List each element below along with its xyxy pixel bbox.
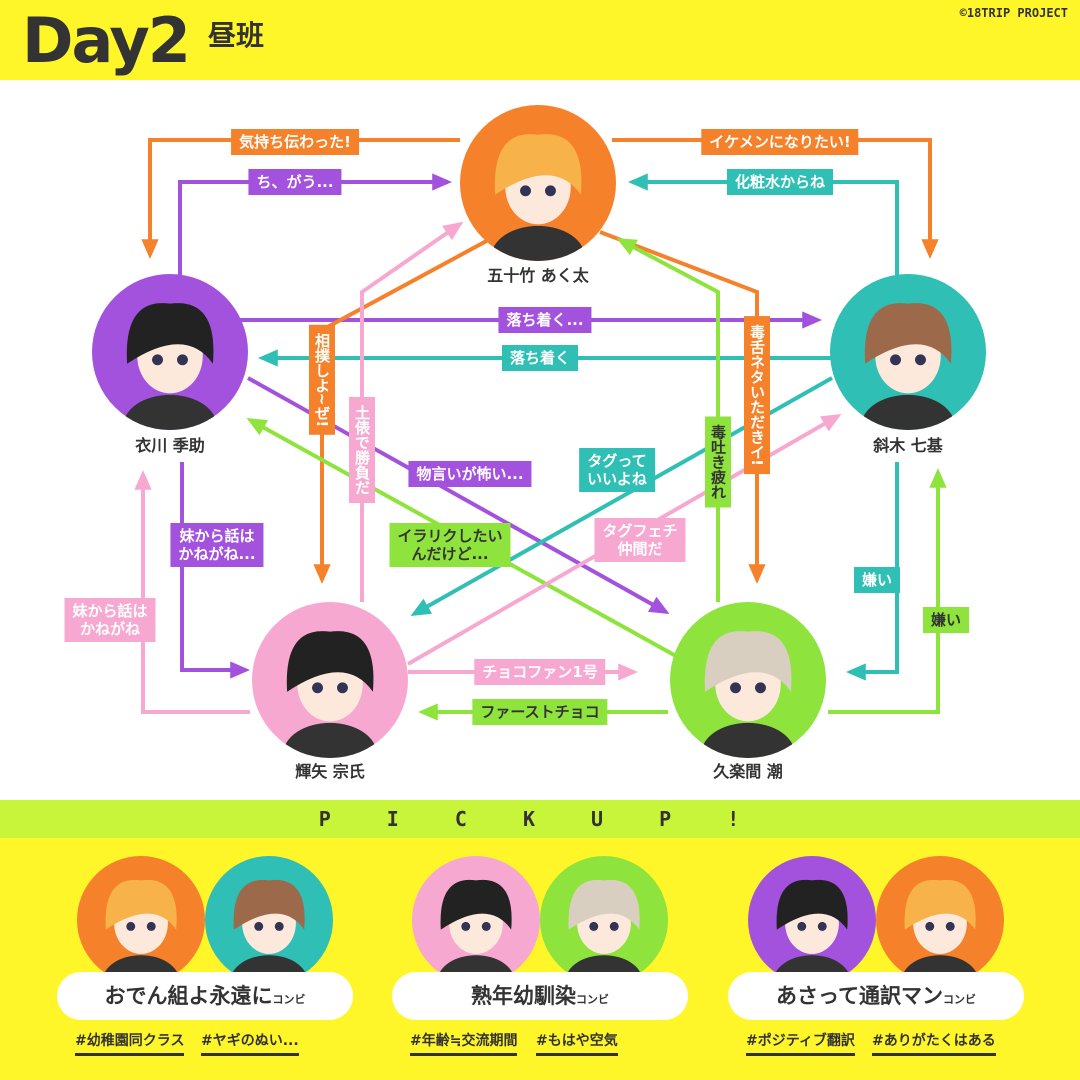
copyright: ©18TRIP PROJECT: [959, 6, 1068, 20]
pickup-band: P I C K U P !: [0, 800, 1080, 838]
relationship-label: 毒吐き疲れ: [705, 416, 731, 508]
group-subtitle: 昼班: [208, 19, 265, 52]
relationship-label: 相撲しよ~ぜ!: [309, 324, 335, 436]
arrowhead-icon: [802, 311, 822, 329]
character-name: 輝矢 宗氏: [295, 762, 365, 781]
arrowhead-icon: [748, 564, 766, 584]
relationship-label: 妹から話は かねがね...: [170, 523, 264, 567]
combo-suffix: コンビ: [942, 993, 976, 1006]
relationship-label: タグフェチ 仲間だ: [594, 518, 686, 562]
avatar-akuta: [460, 105, 616, 261]
combo-tag: #ヤギのぬい...: [201, 1030, 299, 1056]
arrowhead-icon: [313, 564, 331, 584]
combo-name: 熟年幼馴染コンビ: [392, 972, 688, 1020]
relationship-arrow: [846, 462, 899, 681]
arrowhead-icon: [616, 238, 638, 256]
arrowhead-icon: [230, 661, 250, 679]
combo-suffix: コンビ: [272, 993, 306, 1006]
arrowhead-icon: [921, 239, 939, 259]
relationship-label: 妹から話は かねがね: [64, 598, 156, 642]
relationship-label: 落ち着く...: [498, 307, 592, 333]
combo-tag: #幼稚園同クラス: [75, 1030, 185, 1056]
arrow-line: [632, 180, 899, 275]
arrowhead-icon: [648, 596, 670, 614]
relationship-arrow: [599, 230, 766, 584]
combo-title: あさって通訳マン: [776, 984, 943, 1008]
arrow-line: [612, 138, 932, 255]
arrowhead-icon: [432, 173, 452, 191]
relationship-label: 土俵で勝負だ: [349, 397, 375, 503]
arrow-line: [141, 474, 250, 714]
relationship-arrow: [134, 470, 250, 714]
arrow-line: [599, 230, 759, 580]
arrowhead-icon: [141, 239, 159, 259]
arrowhead-icon: [618, 663, 638, 681]
relationship-label: 気持ち伝わった!: [231, 129, 359, 155]
relationship-label: イケメンになりたい!: [701, 129, 859, 155]
header: Day2 昼班 ©18TRIP PROJECT: [0, 0, 1080, 80]
relationship-label: 嫌い: [922, 607, 970, 633]
character-name: 五十竹 あく太: [487, 266, 589, 285]
combo-title: おでん組よ永遠に: [104, 984, 273, 1008]
arrowhead-icon: [628, 173, 648, 191]
relationship-label: チョコファン1号: [474, 659, 606, 685]
arrow-line: [178, 180, 448, 275]
avatar-nanaki: [830, 274, 986, 430]
relationship-label: 物言いが怖い...: [408, 461, 532, 487]
relationship-label: 嫌い: [853, 567, 901, 593]
arrowhead-icon: [442, 221, 464, 241]
character-name: 斜木 七基: [873, 436, 943, 455]
relationship-arrow: [628, 173, 899, 275]
arrowhead-icon: [134, 470, 152, 490]
relationship-label: ファーストチョコ: [472, 699, 608, 725]
arrowhead-icon: [410, 598, 432, 616]
combo-tag: #ありがたくはある: [872, 1030, 996, 1056]
relationship-arrow: [612, 138, 939, 259]
avatar-suke: [92, 274, 248, 430]
arrowhead-icon: [929, 468, 947, 488]
relationship-label: 化粧水からね: [726, 169, 834, 195]
relationship-label: タグって いいよね: [579, 448, 655, 492]
arrow-line: [828, 472, 940, 714]
relationship-arrow: [180, 462, 250, 679]
arrowhead-icon: [246, 418, 268, 436]
relationship-label: イラリクしたい んだけど...: [389, 523, 511, 567]
combo-tag: #もはや空気: [536, 1030, 618, 1056]
combo-tag: #ポジティブ翻訳: [746, 1030, 855, 1056]
relationship-arrow: [178, 173, 452, 275]
combo-tag: #年齢≒交流期間: [410, 1030, 518, 1056]
relationship-arrow: [828, 468, 947, 714]
combo-name: おでん組よ永遠にコンビ: [57, 972, 353, 1020]
arrow-line: [148, 138, 460, 255]
relationship-label: ち、がう...: [248, 169, 342, 195]
relationship-label: 落ち着く: [501, 345, 579, 371]
arrowhead-icon: [846, 663, 866, 681]
relationship-label: 毒舌ネタいただきイ!: [744, 316, 770, 474]
arrowhead-icon: [258, 349, 278, 367]
combo-suffix: コンビ: [576, 993, 609, 1006]
avatar-muneuji: [252, 602, 408, 758]
arrowhead-icon: [820, 414, 842, 432]
combo-name: あさって通訳マンコンビ: [728, 972, 1024, 1020]
character-name: 衣川 季助: [135, 436, 205, 455]
arrowhead-icon: [418, 703, 438, 721]
avatar-ushio: [670, 602, 826, 758]
character-name: 久楽間 潮: [713, 762, 783, 781]
day-logo: Day2: [22, 4, 191, 77]
combo-title: 熟年幼馴染: [471, 984, 576, 1008]
relationship-arrow: [141, 138, 460, 259]
